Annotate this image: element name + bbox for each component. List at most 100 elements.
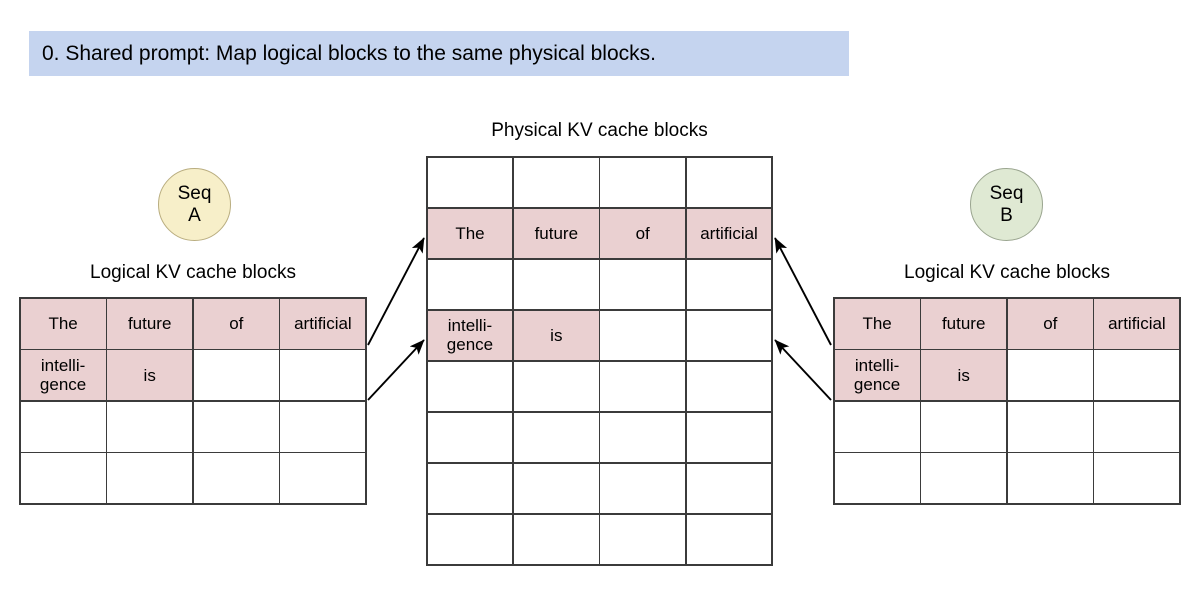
kv-cell-seq-a-r2-c3	[193, 350, 279, 401]
physical-kv-caption: Physical KV cache blocks	[491, 120, 708, 141]
kv-cell-physical-r3-c3	[600, 259, 686, 310]
slide-title-banner: 0. Shared prompt: Map logical blocks to …	[29, 31, 849, 76]
kv-cell-physical-r5-c2	[513, 361, 599, 412]
kv-cell-physical-r4-c1: intelli-gence	[427, 310, 513, 361]
kv-cell-physical-r5-c3	[600, 361, 686, 412]
kv-cell-seq-a-r2-c2: is	[107, 350, 193, 401]
seq-a-label-line1: Seq	[177, 183, 212, 205]
kv-cell-seq-b-r4-c4	[1094, 453, 1180, 504]
kv-cell-seq-b-r1-c1: The	[834, 298, 920, 349]
kv-cell-physical-r3-c2	[513, 259, 599, 310]
kv-cell-physical-r8-c1	[427, 514, 513, 565]
kv-cell-physical-r7-c2	[513, 463, 599, 514]
kv-cell-text: artificial	[700, 223, 758, 243]
kv-cell-text: of	[635, 223, 650, 243]
kv-cell-text: of	[229, 313, 244, 333]
kv-cell-physical-r5-c1	[427, 361, 513, 412]
seq-b-badge: Seq B	[970, 168, 1043, 241]
kv-cell-physical-r8-c4	[686, 514, 772, 565]
kv-cell-text: is	[143, 365, 156, 385]
kv-cell-seq-a-r4-c2	[107, 453, 193, 504]
kv-cell-seq-a-r2-c1: intelli-gence	[20, 350, 106, 401]
kv-cell-seq-a-r4-c3	[193, 453, 279, 504]
kv-cell-physical-r6-c1	[427, 412, 513, 463]
kv-cell-seq-a-r3-c4	[280, 401, 366, 452]
kv-cell-physical-r5-c4	[686, 361, 772, 412]
kv-cell-seq-a-r1-c2: future	[107, 298, 193, 349]
kv-cell-physical-r1-c4	[686, 157, 772, 208]
kv-cell-text: intelli-gence	[853, 355, 901, 395]
kv-cell-physical-r4-c2: is	[513, 310, 599, 361]
kv-cell-physical-r1-c3	[600, 157, 686, 208]
kv-cell-seq-b-r2-c1: intelli-gence	[834, 350, 920, 401]
seq-b-label-line1: Seq	[989, 183, 1024, 205]
kv-cell-seq-b-r3-c2	[921, 401, 1007, 452]
kv-cell-physical-r7-c3	[600, 463, 686, 514]
kv-cell-seq-b-r4-c3	[1007, 453, 1093, 504]
kv-cell-seq-b-r3-c3	[1007, 401, 1093, 452]
kv-cell-text: is	[550, 325, 563, 345]
kv-cell-physical-r8-c3	[600, 514, 686, 565]
arrow-seq-b-row2-to-physical-row4	[774, 339, 832, 401]
kv-cell-physical-r1-c2	[513, 157, 599, 208]
kv-cell-seq-a-r3-c1	[20, 401, 106, 452]
kv-cell-text: The	[455, 223, 485, 243]
kv-cell-seq-b-r4-c2	[921, 453, 1007, 504]
kv-cell-seq-b-r2-c4	[1094, 350, 1180, 401]
logical-kv-table-seq-b: The future of artificial intelli-gence is	[833, 297, 1181, 505]
kv-cell-physical-r2-c3: of	[600, 208, 686, 259]
kv-cell-text: intelli-gence	[39, 355, 87, 395]
kv-cell-seq-a-r1-c4: artificial	[280, 298, 366, 349]
kv-cell-physical-r8-c2	[513, 514, 599, 565]
slide-title-text: 0. Shared prompt: Map logical blocks to …	[42, 41, 656, 65]
kv-cell-seq-b-r3-c1	[834, 401, 920, 452]
seq-b-caption: Logical KV cache blocks	[904, 262, 1110, 283]
kv-cell-seq-b-r2-c3	[1007, 350, 1093, 401]
kv-cell-physical-r1-c1	[427, 157, 513, 208]
seq-a-badge: Seq A	[158, 168, 231, 241]
kv-cell-text: is	[957, 365, 970, 385]
kv-cell-seq-b-r2-c2: is	[921, 350, 1007, 401]
kv-cell-text: The	[48, 313, 78, 333]
kv-cell-seq-a-r1-c1: The	[20, 298, 106, 349]
seq-b-label-line2: B	[1000, 204, 1013, 226]
seq-a-label-line2: A	[188, 204, 201, 226]
kv-cell-seq-b-r1-c3: of	[1007, 298, 1093, 349]
seq-a-caption: Logical KV cache blocks	[90, 262, 296, 283]
arrow-seq-b-row1-to-physical-row2	[774, 237, 832, 346]
kv-cell-text: future	[534, 223, 579, 243]
kv-cell-text: future	[941, 313, 986, 333]
kv-cell-physical-r6-c4	[686, 412, 772, 463]
kv-cell-seq-a-r4-c1	[20, 453, 106, 504]
kv-cell-seq-a-r4-c4	[280, 453, 366, 504]
kv-cell-seq-a-r2-c4	[280, 350, 366, 401]
kv-cell-physical-r3-c4	[686, 259, 772, 310]
kv-cell-seq-b-r1-c4: artificial	[1094, 298, 1180, 349]
kv-cell-physical-r2-c4: artificial	[686, 208, 772, 259]
kv-cell-text: artificial	[1108, 313, 1166, 333]
kv-cell-seq-b-r1-c2: future	[921, 298, 1007, 349]
kv-cell-text: future	[127, 313, 172, 333]
kv-cell-physical-r4-c4	[686, 310, 772, 361]
kv-cell-seq-a-r3-c2	[107, 401, 193, 452]
kv-cell-physical-r7-c1	[427, 463, 513, 514]
kv-cell-text: intelli-gence	[446, 316, 494, 355]
kv-cell-seq-b-r4-c1	[834, 453, 920, 504]
physical-kv-table: The future of artificial intelli-gence is	[426, 156, 773, 566]
kv-cell-text: artificial	[294, 313, 352, 333]
kv-cell-physical-r6-c3	[600, 412, 686, 463]
kv-cell-seq-a-r3-c3	[193, 401, 279, 452]
kv-cell-physical-r2-c2: future	[513, 208, 599, 259]
arrow-seq-a-row2-to-physical-row4	[367, 339, 425, 401]
kv-cell-physical-r4-c3	[600, 310, 686, 361]
logical-kv-table-seq-a: The future of artificial intelli-gence is	[19, 297, 367, 505]
arrow-seq-a-row1-to-physical-row2	[367, 237, 425, 346]
kv-cell-physical-r2-c1: The	[427, 208, 513, 259]
kv-cell-physical-r3-c1	[427, 259, 513, 310]
kv-cell-seq-a-r1-c3: of	[193, 298, 279, 349]
kv-cell-physical-r7-c4	[686, 463, 772, 514]
kv-cell-text: of	[1043, 313, 1058, 333]
kv-cell-text: The	[862, 313, 892, 333]
kv-cell-seq-b-r3-c4	[1094, 401, 1180, 452]
kv-cell-physical-r6-c2	[513, 412, 599, 463]
